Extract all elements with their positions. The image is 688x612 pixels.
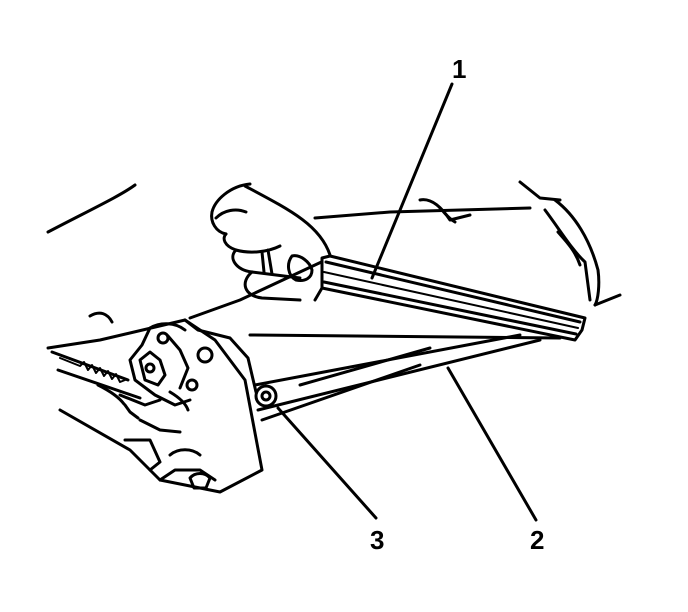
leader-line-1: [370, 82, 454, 280]
hinge-base-plate: [46, 311, 264, 494]
seat-cushion-outline: [46, 180, 562, 257]
spring: [50, 350, 142, 420]
callout-3: 3: [370, 525, 385, 555]
hand: [210, 182, 314, 302]
bolt-component-3: [254, 384, 278, 408]
seat-back-panel: [188, 198, 622, 320]
leader-line-2: [446, 366, 538, 522]
rail-component-1: [313, 254, 587, 342]
leader-lines: [276, 82, 538, 522]
leader-line-3: [276, 406, 378, 520]
bracket-component-2: [248, 333, 562, 422]
latch-mechanism: [118, 326, 214, 412]
callout-2: 2: [530, 525, 545, 555]
callout-1: 1: [452, 54, 467, 84]
